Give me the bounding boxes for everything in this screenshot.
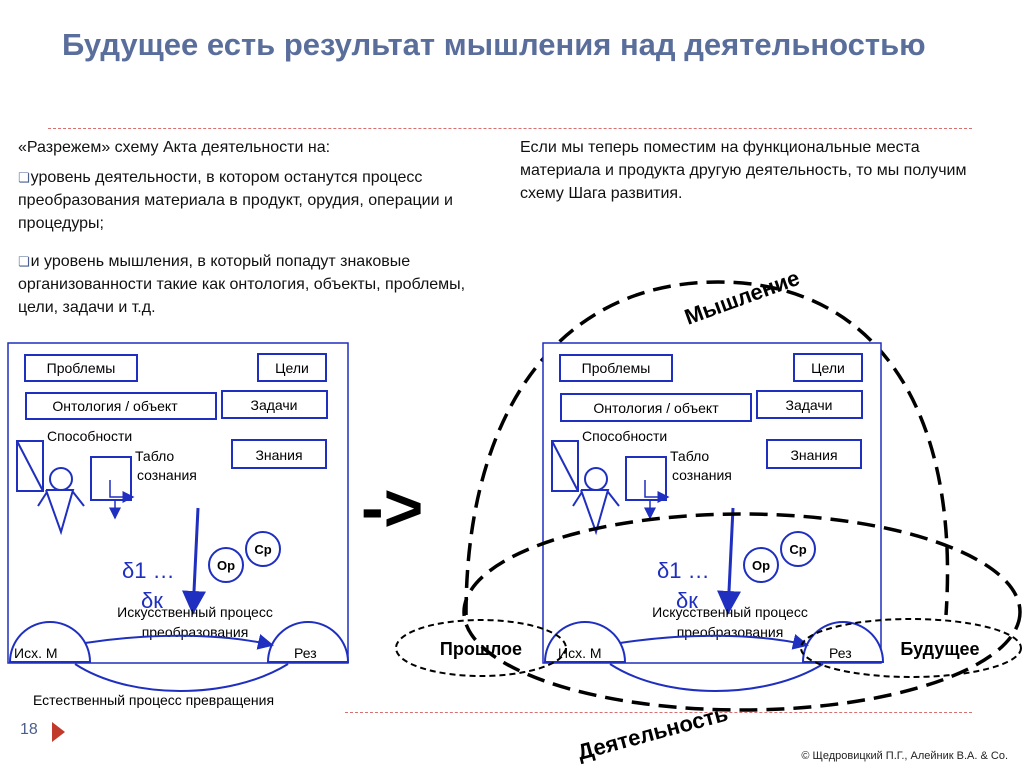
person-figure [572, 467, 620, 536]
goals-label: Цели [275, 360, 309, 376]
tasks-box [756, 390, 863, 419]
result-label: Рез [829, 645, 852, 661]
past-label: Прошлое [440, 639, 522, 659]
tasks-label: Задачи [250, 397, 297, 413]
tablo-label-2: сознания [672, 467, 732, 483]
problems-label: Проблемы [47, 360, 116, 376]
ontology-label: Онтология / объект [52, 398, 178, 414]
knowledge-label: Знания [790, 447, 837, 463]
tablo-label-1: Табло [135, 448, 174, 464]
thinking-dome [464, 280, 950, 616]
board-arrow [644, 480, 670, 503]
process-label-1: Искусственный процесс [117, 604, 273, 620]
problems-label: Проблемы [582, 360, 651, 376]
natural-process-label: Естественный процесс превращения [33, 692, 274, 708]
transformation-arrow [717, 507, 741, 615]
thinking-label: Мышление [681, 265, 803, 330]
future-label: Будущее [900, 639, 979, 659]
source-semicircle [8, 621, 92, 663]
abilities-diagonal [16, 440, 44, 492]
scheme-frame [7, 342, 349, 664]
sr-circle [245, 531, 281, 567]
left-bullet-1-text: уровень деятельности, в котором останутс… [18, 169, 453, 232]
knowledge-box [766, 439, 862, 469]
tasks-box [221, 390, 328, 419]
op-circle [743, 547, 779, 583]
title-divider [48, 128, 972, 129]
next-slide-triangle-icon[interactable] [52, 722, 65, 742]
delta-label-1: δ1 … [122, 558, 175, 583]
process-arrow-top [84, 634, 274, 650]
left-bullet-2-text: и уровень мышления, в который попадут зн… [18, 253, 466, 316]
left-bullet-2: ❏и уровень мышления, в который попадут з… [18, 250, 483, 319]
bottom-divider [345, 712, 972, 713]
goals-box [793, 353, 863, 382]
tablo-label-1: Табло [670, 448, 709, 464]
ontology-label: Онтология / объект [593, 400, 719, 416]
knowledge-label: Знания [255, 447, 302, 463]
abilities-label: Способности [582, 428, 667, 444]
copyright: © Щедровицкий П.Г., Алейник В.А. & Co. [801, 750, 1008, 762]
source-label: Исх. М [14, 645, 58, 661]
source-label: Исх. М [558, 645, 602, 661]
consciousness-board [625, 456, 667, 501]
goals-label: Цели [811, 360, 845, 376]
ontology-box [25, 392, 217, 420]
tablo-label-2: сознания [137, 467, 197, 483]
sr-circle [780, 531, 816, 567]
process-label-1: Искусственный процесс [652, 604, 808, 620]
page-number: 18 [20, 721, 38, 738]
right-text: Если мы теперь поместим на функциональны… [520, 139, 967, 202]
op-label: Ор [217, 558, 235, 573]
problems-box [559, 354, 673, 382]
left-bullet-1: ❏уровень деятельности, в котором останут… [18, 166, 483, 235]
left-intro: «Разрежем» схему Акта деятельности на: [18, 139, 331, 156]
checkbox-bullet-icon: ❏ [18, 254, 30, 269]
page-title: Будущее есть результат мышления над деят… [62, 27, 926, 62]
activity-label: Деятельность [575, 701, 731, 765]
delta-label-2: δк [141, 588, 163, 613]
sr-label: Ср [789, 542, 806, 557]
process-arrow-bottom [609, 663, 824, 692]
delta-label-1: δ1 … [657, 558, 710, 583]
op-circle [208, 547, 244, 583]
transition-arrow: -> [361, 470, 423, 546]
tasks-label: Задачи [785, 397, 832, 413]
result-label: Рез [294, 645, 317, 661]
activity-act-scheme-left: Проблемы Цели Онтология / объект Задачи … [7, 342, 350, 692]
transformation-arrow [182, 507, 206, 615]
future-ellipse [800, 618, 1022, 678]
ontology-box [560, 393, 752, 422]
activity-ellipse [462, 512, 1022, 712]
sr-label: Ср [254, 542, 271, 557]
delta-label-2: δк [676, 588, 698, 613]
process-arrow-top [619, 634, 809, 650]
process-arrow-bottom [74, 663, 289, 692]
abilities-diagonal [551, 440, 579, 492]
board-arrow [109, 480, 135, 503]
abilities-label: Способности [47, 428, 132, 444]
consciousness-board [90, 456, 132, 501]
checkbox-bullet-icon: ❏ [18, 170, 30, 185]
person-figure [37, 467, 85, 536]
past-ellipse [395, 619, 567, 677]
goals-box [257, 353, 327, 382]
problems-box [24, 354, 138, 382]
op-label: Ор [752, 558, 770, 573]
activity-act-scheme-right: Проблемы Цели Онтология / объект Задачи … [542, 342, 885, 692]
knowledge-box [231, 439, 327, 469]
